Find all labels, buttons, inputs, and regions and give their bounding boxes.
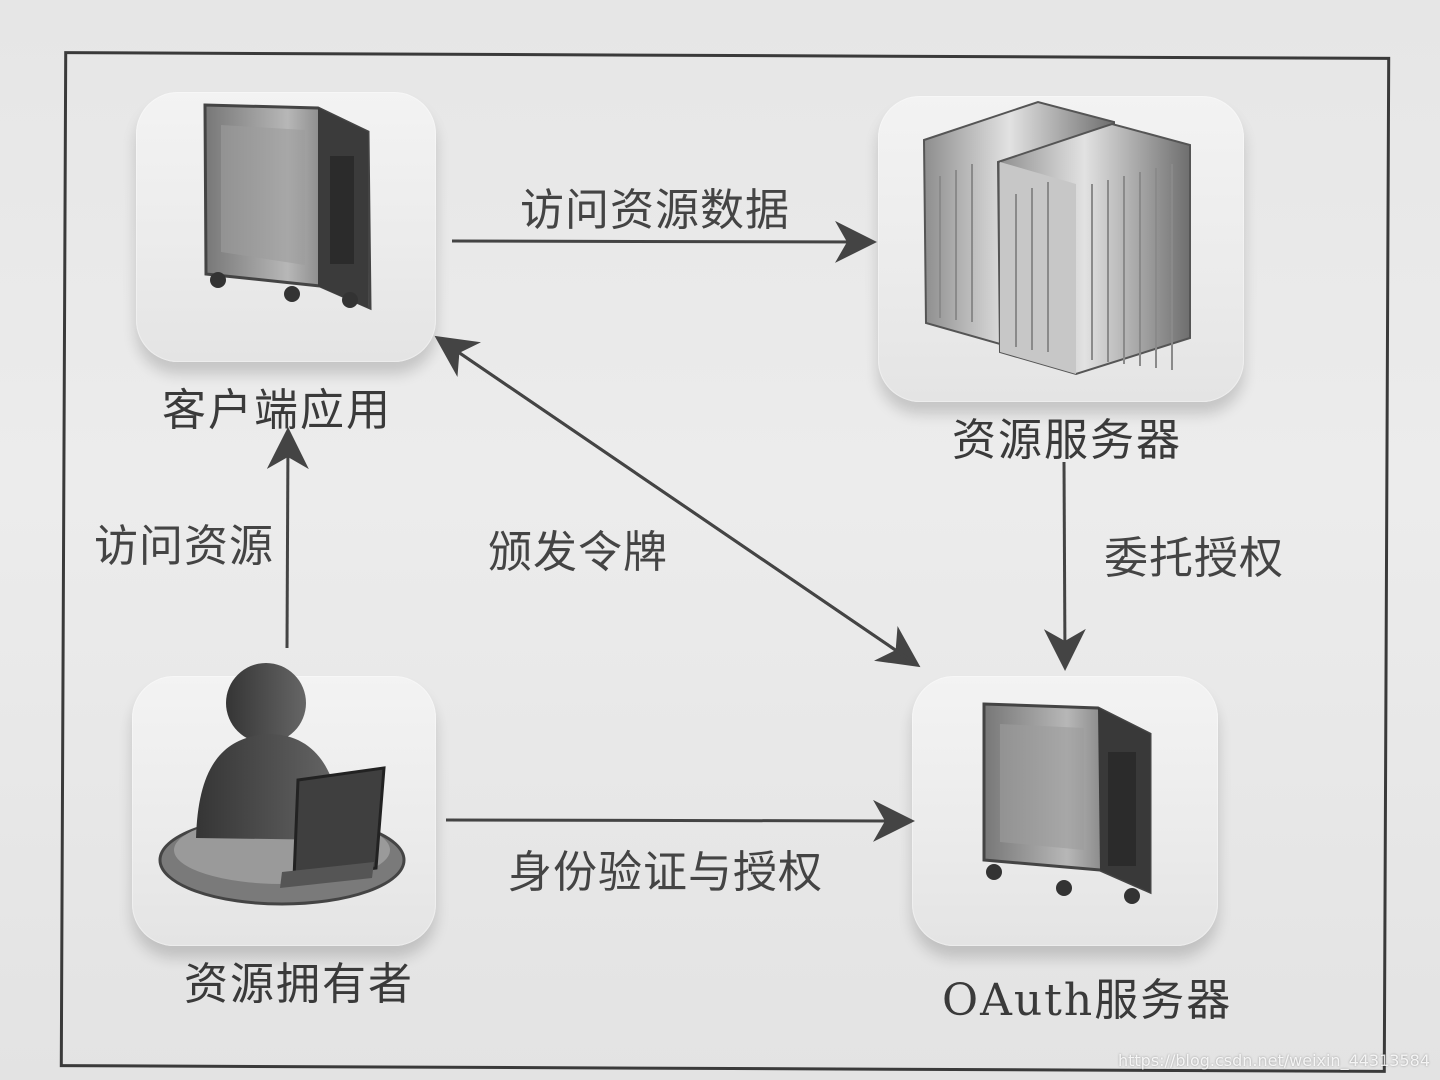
delegate-auth-label: 委托授权: [1104, 533, 1284, 584]
resource-server-icon: [922, 100, 1191, 376]
arrow-resource-to-oauth: [1043, 461, 1086, 671]
arrow-token-to-client: [434, 335, 914, 664]
client-app-label: 客户端应用: [162, 385, 392, 436]
auth-flow-label: 身份验证与授权: [508, 847, 823, 898]
arrow-owner-to-client: [266, 427, 309, 649]
client-to-resource-label: 访问资源数据: [520, 185, 790, 236]
client-computer-icon: [203, 103, 372, 311]
resource-server-label: 资源服务器: [952, 415, 1182, 466]
resource-owner-label: 资源拥有者: [184, 959, 414, 1010]
token-issue-label: 颁发令牌: [488, 527, 668, 578]
oauth-server-icon: [982, 702, 1152, 904]
resource-owner-icon: [158, 663, 406, 906]
arrow-owner-to-oauth: [445, 799, 915, 842]
arrow-client-to-resource: [451, 220, 877, 263]
owner-to-client-label: 访问资源: [94, 521, 274, 572]
watermark-text: https://blog.csdn.net/weixin_44313584: [1117, 1051, 1430, 1070]
oauth-server-label: OAuth服务器: [942, 975, 1233, 1026]
